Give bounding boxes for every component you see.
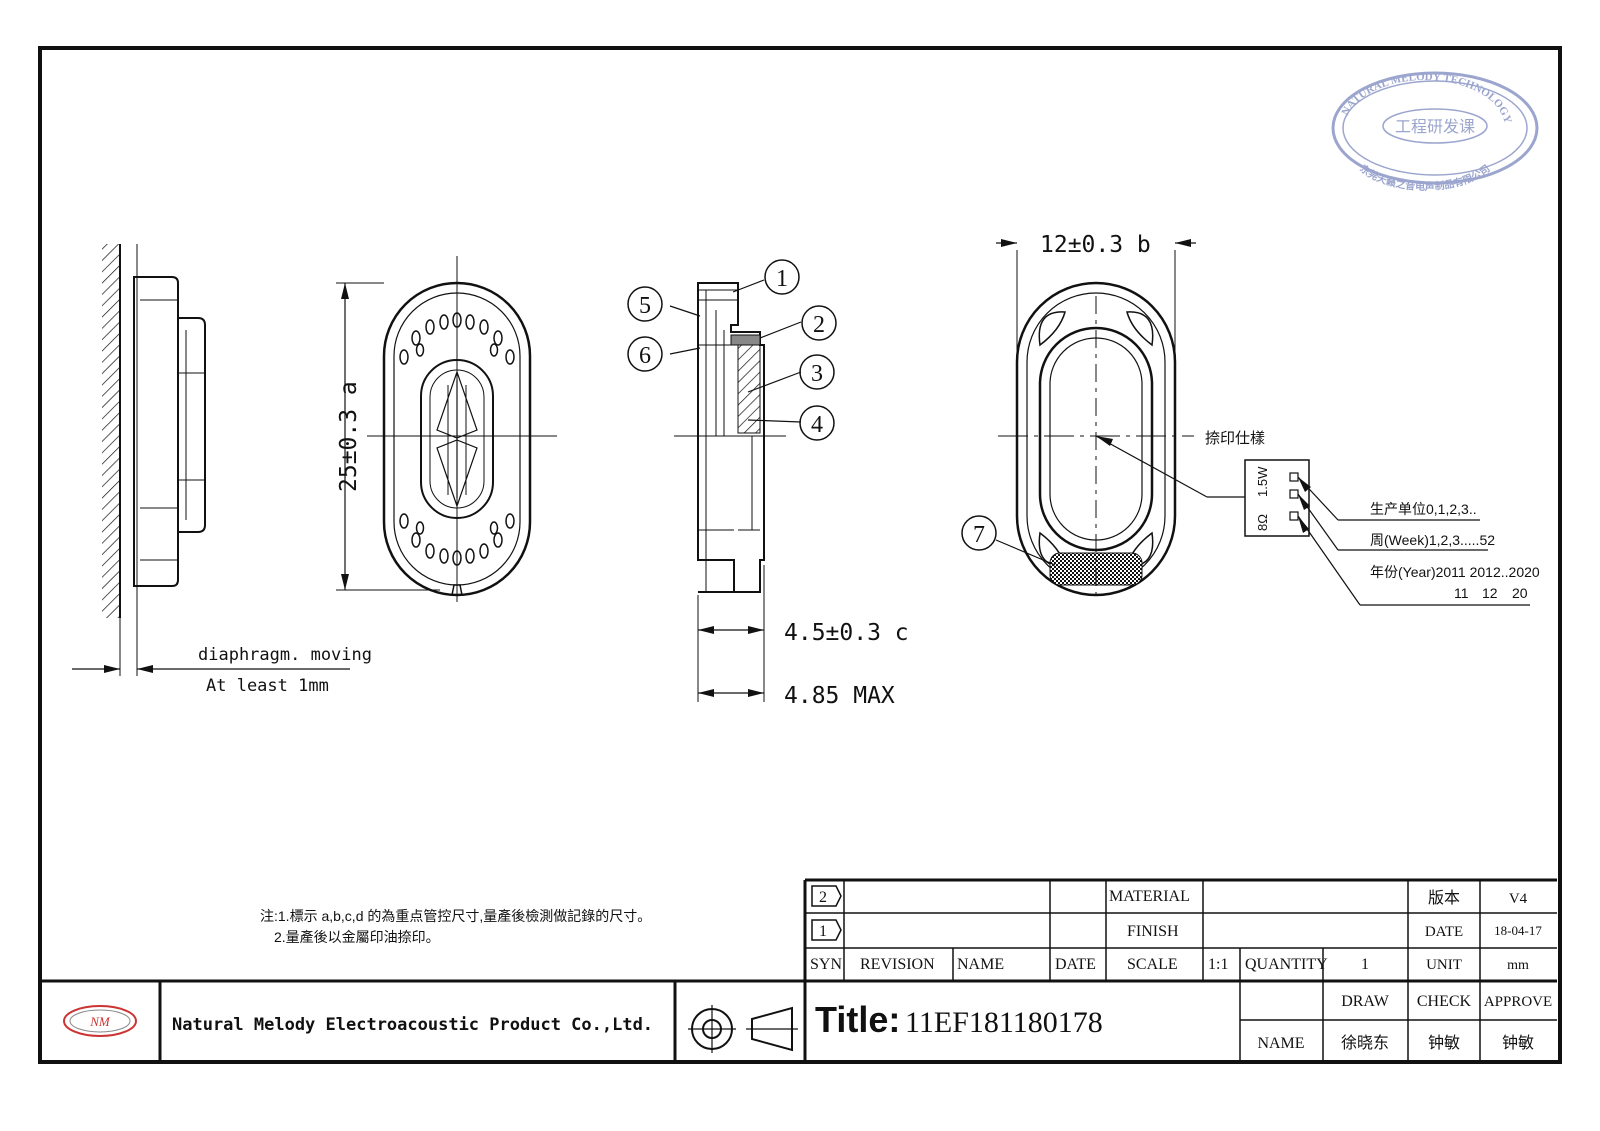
revision-2-marker: 2 (819, 889, 827, 906)
unit-label: UNIT (1426, 957, 1462, 973)
mounting-side-view: diaphragm. moving At least 1mm (72, 244, 372, 696)
third-angle-projection-icon (688, 1005, 798, 1053)
rear-view: 12±0.3 b 7 (961, 232, 1245, 597)
marking-label: 捺印仕樣 (1205, 430, 1265, 447)
marking-unit-note: 生产单位0,1,2,3.. (1370, 501, 1477, 517)
date-column-label: DATE (1055, 956, 1096, 973)
balloon-6: 6 (639, 343, 651, 369)
revision-1-marker: 1 (819, 923, 827, 940)
thickness-dimension: 4.5±0.3 c (784, 620, 909, 646)
title-block: 2 1 SYN REVISION NAME DATE MATERIAL FINI… (40, 878, 1557, 1062)
company-logo: NM (63, 1005, 137, 1037)
approve-name: 钟敏 (1502, 1034, 1534, 1052)
marking-year-note: 年份(Year)2011 2012..2020 (1370, 564, 1540, 580)
stamp-ring-text: NATURAL MELODY TECHNOLOGY INC. (0, 0, 1514, 127)
engineering-stamp: NATURAL MELODY TECHNOLOGY INC. 工程研发课 东莞天… (0, 0, 1539, 193)
year-code: 11 (1454, 585, 1469, 601)
draw-label: DRAW (1341, 993, 1390, 1010)
date-value: 18-04-17 (1494, 923, 1542, 938)
balloon-7: 7 (973, 522, 985, 548)
balloon-4: 4 (811, 412, 823, 438)
check-label: CHECK (1417, 993, 1472, 1010)
quantity-label: QUANTITY (1245, 956, 1328, 973)
company-name: Natural Melody Electroacoustic Product C… (172, 1015, 653, 1035)
version-value: V4 (1509, 891, 1528, 907)
clearance-label-line1: diaphragm. moving (198, 645, 372, 665)
logo-text: NM (89, 1014, 111, 1029)
svg-text:东莞天籁之音电声制品有限公司: 东莞天籁之音电声制品有限公司 (1357, 162, 1492, 193)
unit-value: mm (1507, 958, 1529, 973)
stamp-bottom-text: 东莞天籁之音电声制品有限公司 (1357, 162, 1492, 193)
marking-rating: 1.5W (1255, 466, 1270, 497)
front-view: 25±0.3 a (336, 256, 557, 602)
year-code: 12 (1482, 585, 1498, 601)
marking-impedance: 8Ω (1255, 514, 1270, 531)
material-label: MATERIAL (1109, 888, 1190, 905)
draw-name: 徐晓东 (1341, 1034, 1389, 1052)
marking-week-note: 周(Week)1,2,3.....52 (1370, 532, 1495, 548)
section-view: 1 2 3 4 5 6 4.5±0.3 c 4.85 MAX (627, 259, 909, 709)
name-label: NAME (1257, 1035, 1304, 1052)
drawing-frame (38, 46, 1562, 1064)
drawing-notes: 注:1.標示 a,b,c,d 的為重点管控尺寸,量產後檢測做記錄的尺寸。 2.量… (260, 908, 651, 945)
balloon-3: 3 (811, 361, 823, 387)
drawing-title: 11EF181180178 (905, 1006, 1103, 1039)
height-dimension: 25±0.3 a (336, 381, 362, 492)
balloon-5: 5 (639, 293, 651, 319)
balloon-2: 2 (813, 312, 825, 338)
marking-spec: 捺印仕樣 1.5W 8Ω 生产单位0,1,2,3.. 周(Week)1,2,3.… (1205, 430, 1540, 606)
stamp-center-text: 工程研发课 (1395, 118, 1475, 136)
revision-column-label: REVISION (860, 956, 935, 973)
title-prefix: Title: (815, 999, 900, 1040)
scale-value: 1:1 (1208, 956, 1228, 973)
name-column-label: NAME (957, 956, 1004, 973)
width-dimension: 12±0.3 b (1040, 232, 1151, 258)
finish-label: FINISH (1127, 923, 1179, 940)
check-name: 钟敏 (1428, 1034, 1460, 1052)
balloon-1: 1 (776, 266, 788, 292)
version-label: 版本 (1428, 889, 1460, 907)
approve-label: APPROVE (1484, 994, 1552, 1010)
date-label: DATE (1425, 924, 1463, 940)
svg-text:NATURAL MELODY TECHNOLOGY INC.: NATURAL MELODY TECHNOLOGY INC. (0, 0, 1514, 127)
note-line-1: 注:1.標示 a,b,c,d 的為重点管控尺寸,量產後檢測做記錄的尺寸。 (260, 908, 651, 924)
note-line-2: 2.量產後以金屬印油捺印。 (274, 929, 440, 945)
clearance-label-line2: At least 1mm (206, 676, 329, 696)
scale-label: SCALE (1127, 956, 1178, 973)
quantity-value: 1 (1361, 956, 1369, 973)
max-thickness-dimension: 4.85 MAX (784, 683, 895, 709)
year-code: 20 (1512, 585, 1528, 601)
syn-label: SYN (810, 956, 842, 973)
